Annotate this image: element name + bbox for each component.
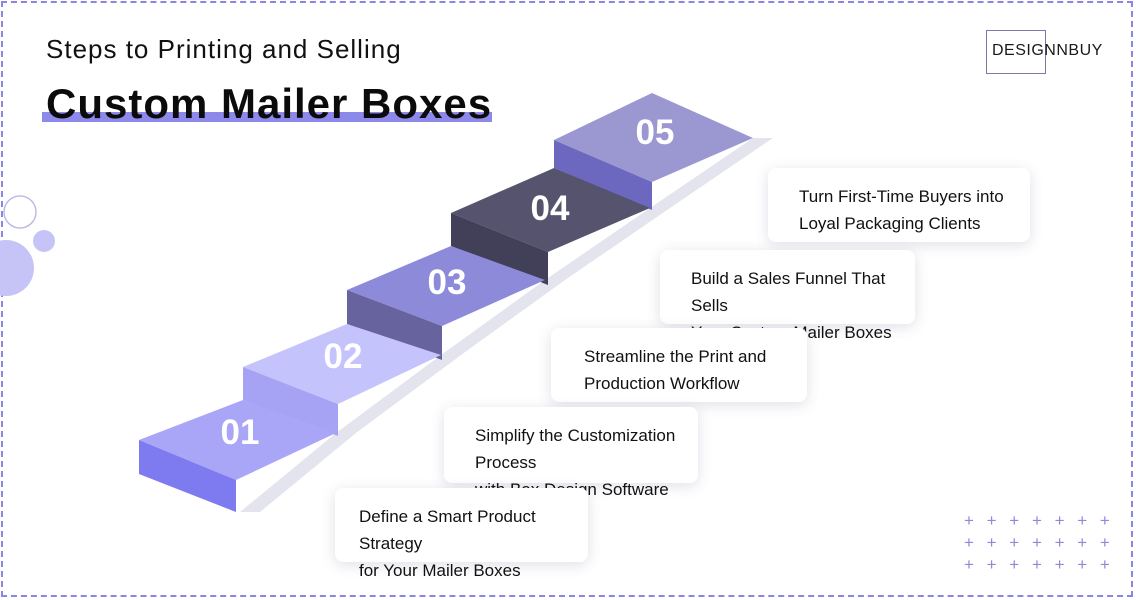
- plus-pattern-decor: + + + + + + + + + + + + + + + + + + + + …: [964, 510, 1114, 576]
- logo-box: [986, 30, 1046, 74]
- step-01-shadow: [240, 433, 356, 512]
- step-03-number: 03: [428, 263, 467, 302]
- logo-text: DESIGNNBUY: [992, 42, 1103, 59]
- step-02-front: [243, 367, 338, 436]
- step-04-top: [451, 168, 650, 252]
- step-01-number: 01: [221, 413, 260, 452]
- large-circle-decor: [0, 240, 34, 296]
- step-04-front: [451, 213, 548, 285]
- step-01-front: [139, 440, 236, 512]
- step-04-card: Build a Sales Funnel That Sells Your Cus…: [660, 250, 915, 342]
- step-02-shadow: [336, 355, 461, 433]
- step-04-number: 04: [531, 189, 570, 228]
- step-03-top: [347, 246, 545, 326]
- step-05-front: [554, 140, 652, 210]
- plus-row: + + + + + + +: [964, 533, 1114, 552]
- step-02-number: 02: [324, 337, 363, 376]
- step-04-shadow: [545, 208, 670, 280]
- outline-circle-decor: [3, 195, 37, 229]
- step-01-card: Define a Smart Product Strategy for Your…: [335, 488, 588, 580]
- step-05-shadow: [650, 138, 773, 208]
- small-circle-decor: [33, 230, 55, 252]
- step-02-card: Simplify the Customization Process with …: [444, 407, 698, 499]
- step-03-card: Streamline the Print and Production Work…: [551, 328, 807, 402]
- plus-row: + + + + + + +: [964, 511, 1114, 530]
- step-05-top: [554, 93, 753, 182]
- step-03-shadow: [441, 280, 565, 355]
- subtitle: Steps to Printing and Selling: [46, 34, 402, 64]
- step-01-text: Define a Smart Product Strategy for Your…: [359, 507, 536, 580]
- step-03-text: Streamline the Print and Production Work…: [584, 347, 767, 393]
- step-05-card: Turn First-Time Buyers into Loyal Packag…: [768, 168, 1030, 242]
- title-highlight: [42, 112, 492, 122]
- plus-row: + + + + + + +: [964, 555, 1114, 574]
- step-05-text: Turn First-Time Buyers into Loyal Packag…: [799, 187, 1004, 233]
- title-block: Custom Mailer Boxes: [42, 80, 492, 128]
- step-05-number: 05: [636, 113, 675, 152]
- step-04-text: Build a Sales Funnel That Sells Your Cus…: [691, 269, 892, 342]
- step-01-top: [139, 400, 336, 480]
- step-03-front: [347, 290, 442, 360]
- step-02-top: [243, 324, 441, 404]
- page-title: Custom Mailer Boxes: [46, 80, 493, 127]
